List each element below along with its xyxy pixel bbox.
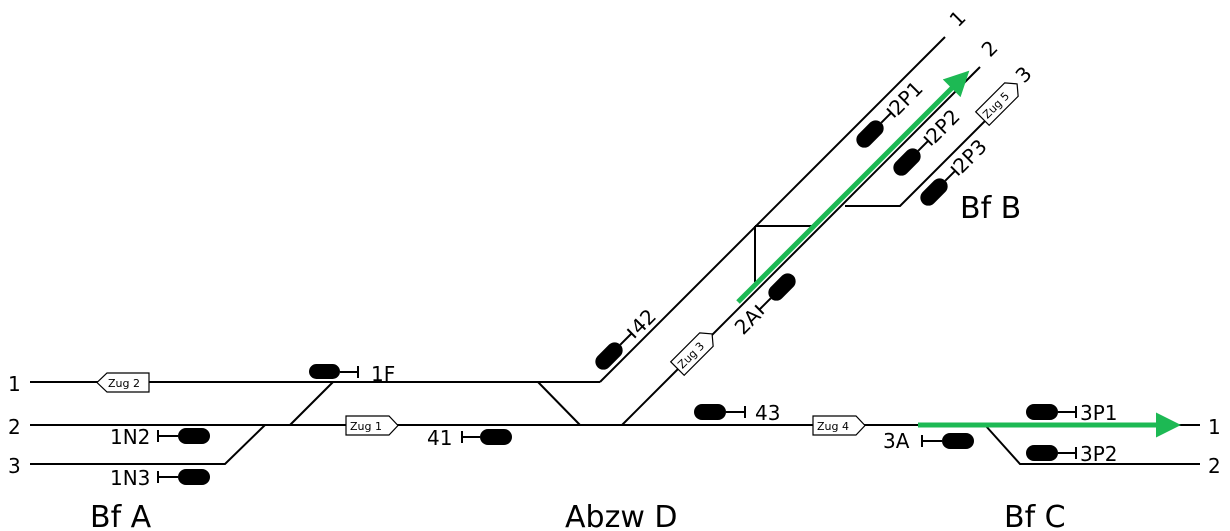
track-number-c2: 2 (1208, 454, 1221, 478)
station-bf-a: Bf A (90, 500, 152, 531)
signal-3p2: 3P2 (1026, 442, 1118, 466)
crossover-d (537, 381, 581, 426)
track-b1 (599, 36, 946, 383)
train-zug4-label: Zug 4 (817, 420, 849, 433)
signal-3p1: 3P1 (1026, 401, 1118, 425)
track-number-a2: 2 (8, 415, 21, 439)
signal-1f: 1F (309, 362, 395, 386)
tracks (30, 36, 1200, 465)
train-zug3: Zug 3 (669, 332, 714, 377)
track-b2 (621, 66, 981, 426)
signal-1n3: 1N3 (110, 466, 210, 490)
signal-43-label: 43 (755, 401, 780, 425)
track-a3 (30, 424, 266, 465)
train-zug2-label: Zug 2 (108, 377, 140, 390)
track-number-b1: 1 (945, 6, 971, 32)
trains: Zug 2 Zug 1 Zug 4 Zug 3 Zug 5 (96, 82, 1019, 436)
signal-2p1: 2P1 (856, 76, 928, 148)
train-zug4: Zug 4 (812, 415, 866, 436)
signal-3a: 3A (883, 429, 974, 453)
track-number-a3: 3 (8, 454, 21, 478)
track-b3 (845, 90, 1016, 207)
train-zug1: Zug 1 (345, 415, 399, 436)
signal-1n2-label: 1N2 (110, 425, 150, 449)
station-names: Bf A Abzw D Bf C Bf B (90, 191, 1066, 531)
signal-1f-label: 1F (371, 362, 395, 386)
signal-41: 41 (427, 426, 512, 450)
signal-43: 43 (694, 401, 780, 425)
track-number-c1: 1 (1208, 415, 1221, 439)
station-abzw-d: Abzw D (565, 500, 678, 531)
route-arrow-b (736, 70, 970, 304)
signal-3a-label: 3A (883, 429, 910, 453)
signal-2a: 2A (730, 273, 796, 339)
station-bf-c: Bf C (1004, 500, 1066, 531)
train-zug5: Zug 5 (974, 82, 1019, 127)
track-number-a1: 1 (8, 372, 21, 396)
track-number-b2: 2 (977, 36, 1003, 62)
routes (736, 70, 1181, 438)
signal-3p2-label: 3P2 (1080, 442, 1118, 466)
station-bf-b: Bf B (960, 191, 1021, 226)
track-c2 (984, 424, 1200, 465)
signal-41-label: 41 (427, 426, 452, 450)
signal-1n3-label: 1N3 (110, 466, 150, 490)
train-zug2: Zug 2 (96, 372, 150, 393)
signal-3p1-label: 3P1 (1080, 401, 1118, 425)
signal-1n2: 1N2 (110, 425, 210, 449)
crossover-a-left (289, 381, 334, 426)
signal-42: 42 (595, 304, 661, 370)
train-zug1-label: Zug 1 (350, 420, 382, 433)
